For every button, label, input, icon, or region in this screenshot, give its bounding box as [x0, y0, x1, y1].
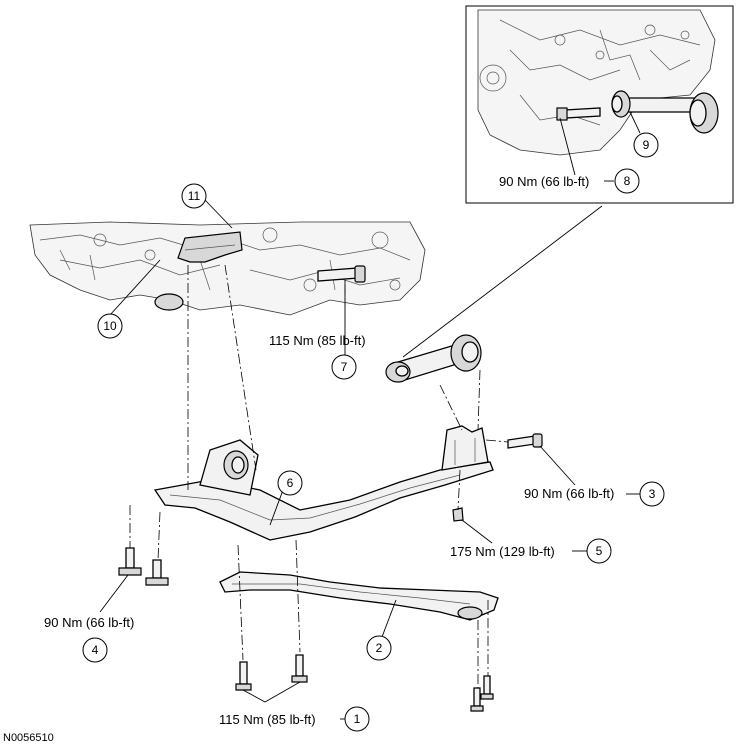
torque-label-1: 115 Nm (85 lb-ft) — [219, 712, 316, 727]
callout-number-5: 5 — [596, 544, 603, 558]
callout-number-4: 4 — [92, 643, 99, 657]
callout-circle-3 — [639, 481, 665, 507]
inset-bolt — [556, 107, 601, 121]
inset-detail-box — [465, 5, 734, 204]
callout-number-3: 3 — [649, 487, 656, 501]
callout-number-8: 8 — [624, 174, 631, 188]
nut-part-5 — [452, 507, 464, 522]
bolts-part-4 — [118, 547, 169, 586]
leader-lines — [99, 199, 603, 703]
torque-label-5: 175 Nm (129 lb-ft) — [450, 544, 555, 559]
callout-circle-8 — [614, 168, 640, 194]
bolts-part-1 — [235, 654, 308, 691]
bolt-part-7 — [317, 265, 366, 283]
callout-number-9: 9 — [643, 138, 650, 152]
callout-circle-4 — [82, 637, 108, 663]
crossmember-part-6 — [153, 425, 494, 541]
torque-label-8: 90 Nm (66 lb-ft) — [499, 174, 589, 189]
callout-number-1: 1 — [354, 712, 361, 726]
bolts-lower-right — [470, 675, 494, 712]
callout-number-10: 10 — [103, 319, 117, 333]
callout-circle-6 — [277, 470, 303, 496]
figure-id: N0056510 — [3, 732, 54, 744]
inset-torque-rod — [611, 90, 719, 134]
torque-label-7: 115 Nm (85 lb-ft) — [269, 333, 366, 348]
callout-circle-5 — [586, 538, 612, 564]
alignment-lines — [129, 264, 509, 688]
torque-rod — [385, 334, 482, 383]
bolt-part-3 — [507, 433, 543, 449]
callout-number-11: 11 — [188, 189, 201, 203]
torque-label-3: 90 Nm (66 lb-ft) — [524, 486, 614, 501]
lower-crossmember-part-2 — [219, 571, 499, 621]
torque-label-4: 90 Nm (66 lb-ft) — [44, 615, 134, 630]
callout-number-6: 6 — [287, 476, 294, 490]
callout-circle-7 — [331, 354, 357, 380]
callout-number-2: 2 — [376, 641, 383, 655]
callout-circle-10 — [97, 313, 123, 339]
bracket-part-10 — [177, 231, 243, 263]
callout-circle-9 — [633, 132, 659, 158]
callout-circle-1 — [344, 706, 370, 732]
callout-number-7: 7 — [341, 360, 348, 374]
callout-circle-11 — [181, 183, 207, 209]
callout-circle-2 — [366, 635, 392, 661]
